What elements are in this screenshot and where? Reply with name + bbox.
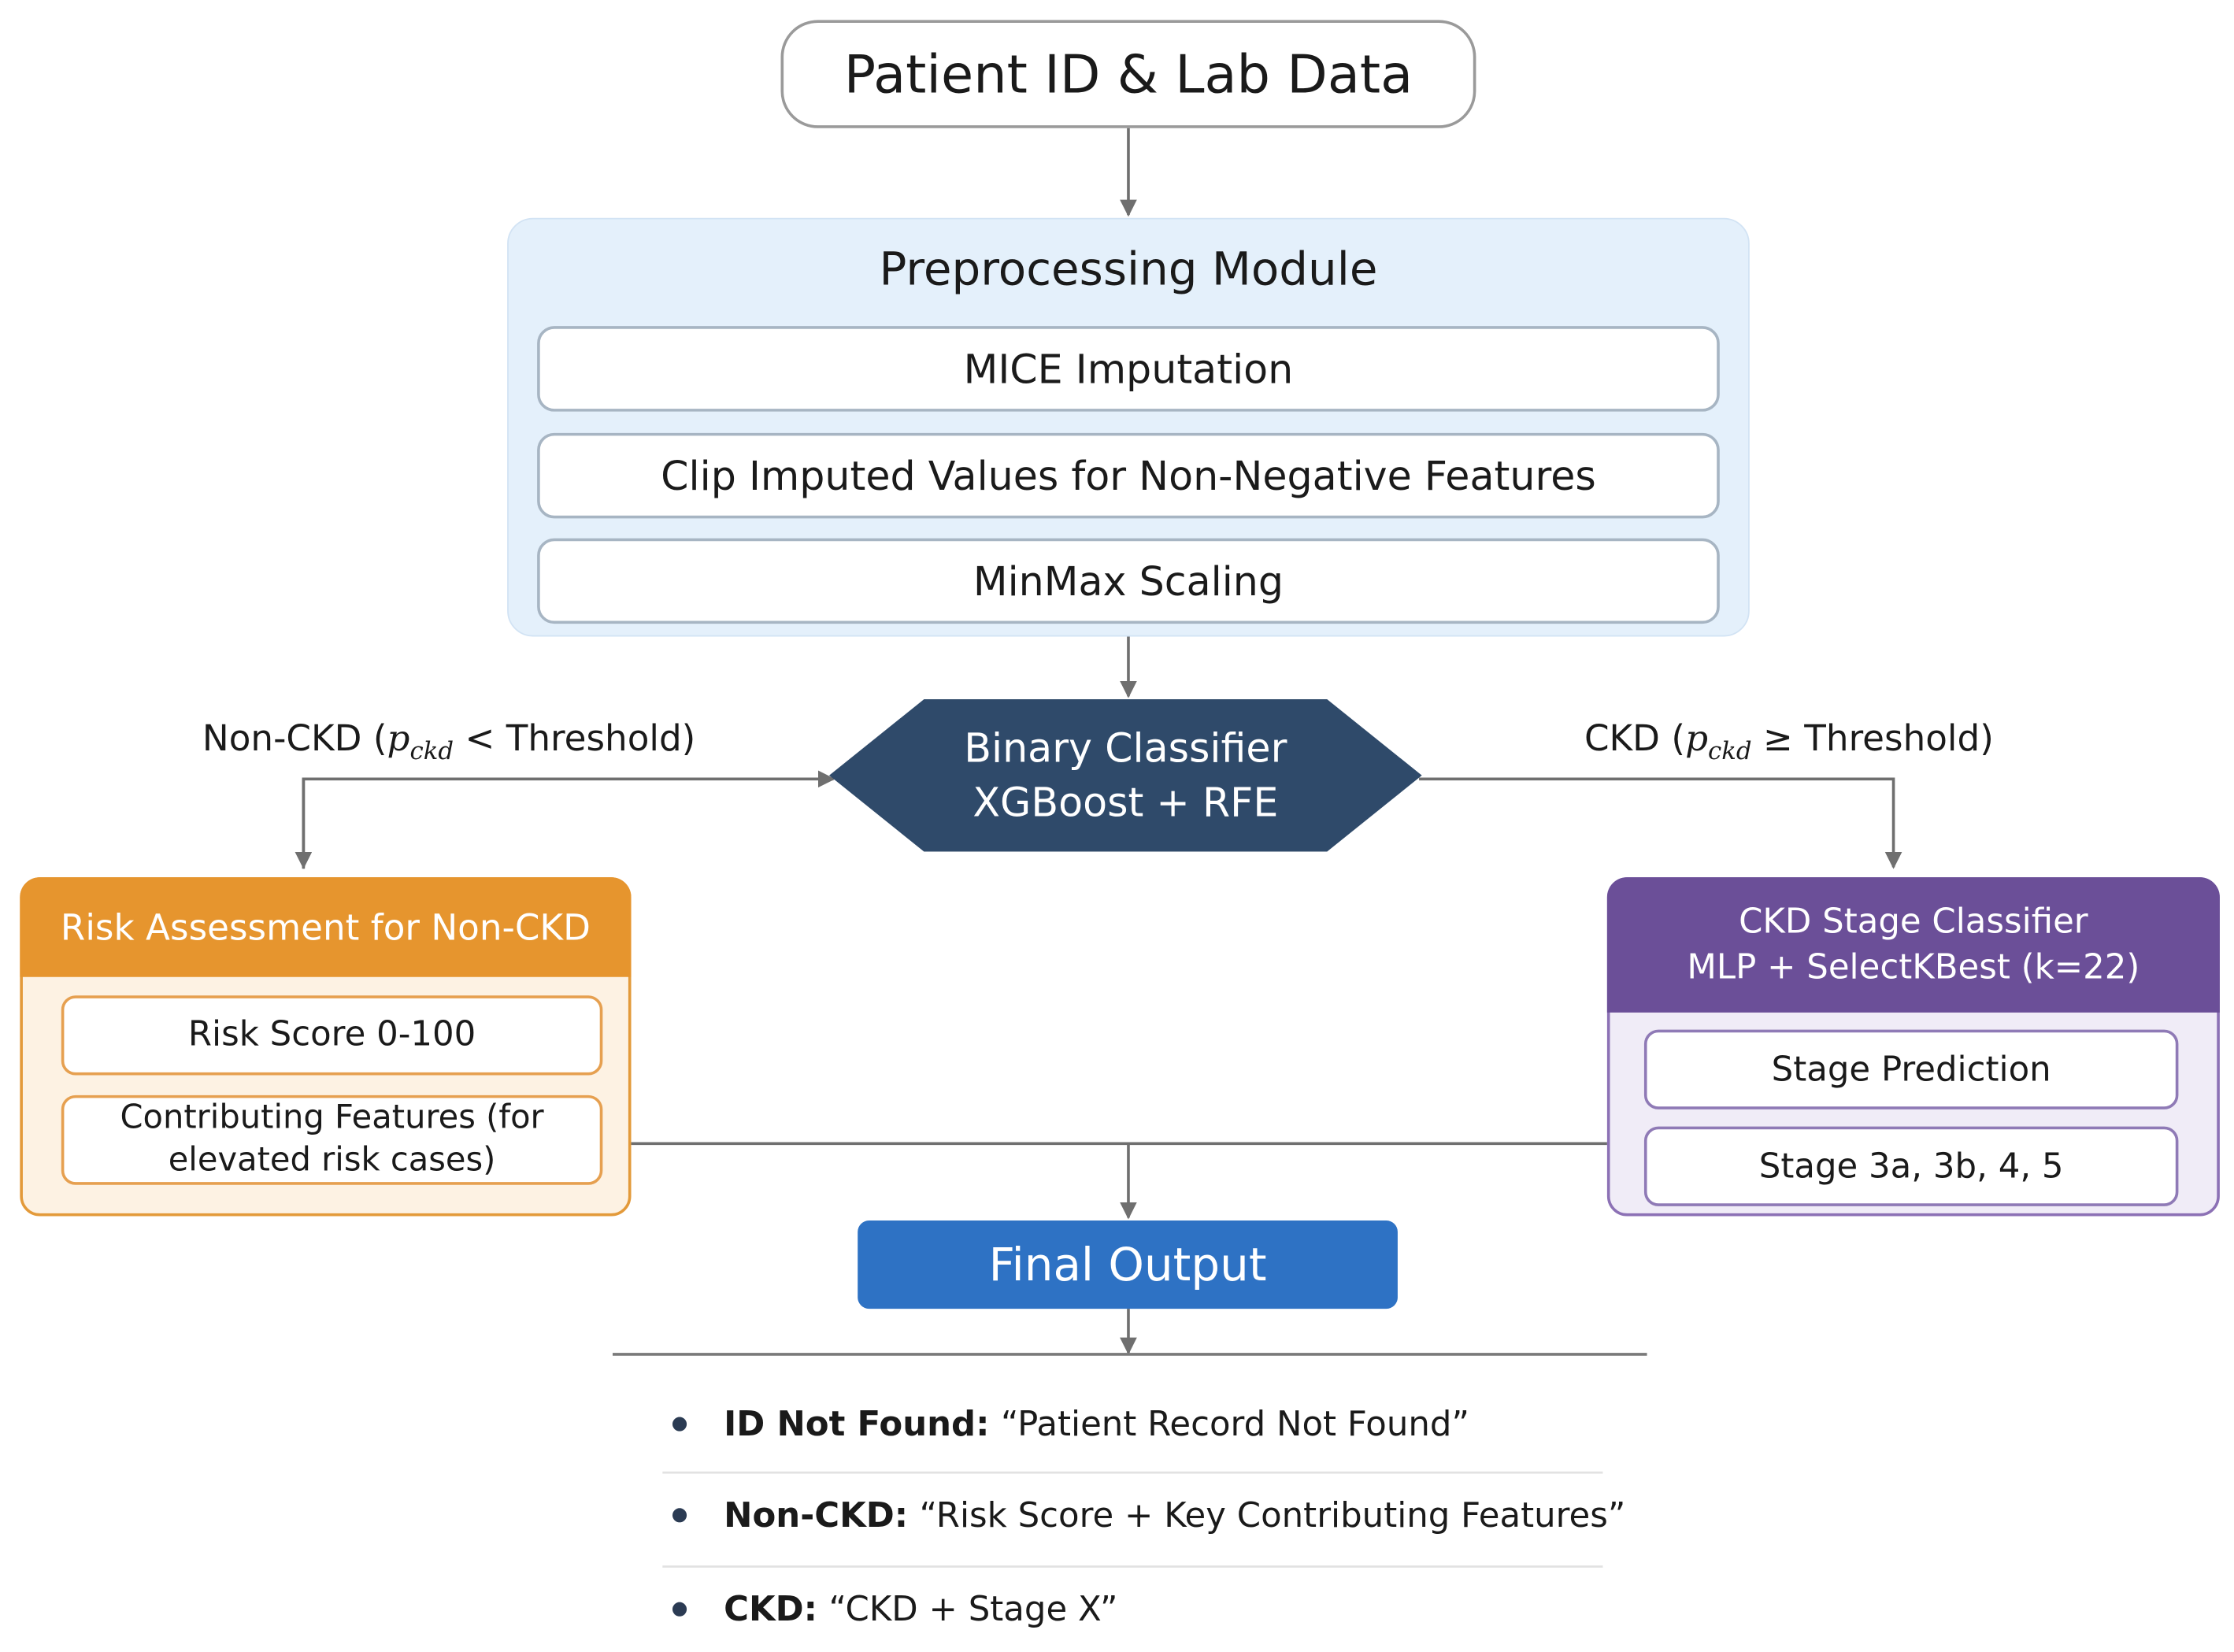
arrow-ckd-branch [1419, 777, 1902, 869]
bullet-icon [672, 1602, 687, 1617]
ckd-branch-label: CKD (pckd ≥ Threshold) [1584, 717, 1994, 767]
binary-classifier-title: Binary Classifier [964, 724, 1287, 772]
output-item-id-not-found: ID Not Found:“Patient Record Not Found” [672, 1404, 1469, 1444]
arrow-non-ckd-branch [302, 770, 835, 869]
non-ckd-branch-label: Non-CKD (pckd < Threshold) [202, 717, 696, 767]
output-item-ckd: CKD:“CKD + Stage X” [672, 1589, 1117, 1629]
binary-classifier-model: XGBoost + RFE [973, 778, 1279, 826]
ckd-stage-header: CKD Stage Classifier MLP + SelectKBest (… [1606, 877, 2220, 1013]
stage-prediction-item: Stage Prediction [1643, 1029, 2179, 1109]
bullet-icon [672, 1417, 687, 1432]
risk-score-item: Risk Score 0-100 [61, 995, 603, 1076]
step-clip-values: Clip Imputed Values for Non-Negative Fea… [537, 432, 1720, 519]
final-output-node: Final Output [858, 1220, 1398, 1309]
step-minmax-scaling: MinMax Scaling [537, 538, 1720, 624]
step-mice-imputation: MICE Imputation [537, 326, 1720, 412]
binary-classifier-node: Binary Classifier XGBoost + RFE [829, 699, 1422, 852]
ckd-stage-title: CKD Stage Classifier [1739, 901, 2088, 942]
input-node: Patient ID & Lab Data [780, 20, 1476, 128]
output-item-non-ckd: Non-CKD:“Risk Score + Key Contributing F… [672, 1495, 1625, 1535]
preprocessing-title: Preprocessing Module [879, 242, 1378, 297]
risk-assessment-title: Risk Assessment for Non-CKD [20, 877, 632, 977]
stage-list-item: Stage 3a, 3b, 4, 5 [1643, 1126, 2179, 1206]
ckd-stage-model: MLP + SelectKBest (k=22) [1687, 946, 2140, 987]
bullet-icon [672, 1508, 687, 1523]
contributing-features-item: Contributing Features (for elevated risk… [61, 1095, 603, 1185]
